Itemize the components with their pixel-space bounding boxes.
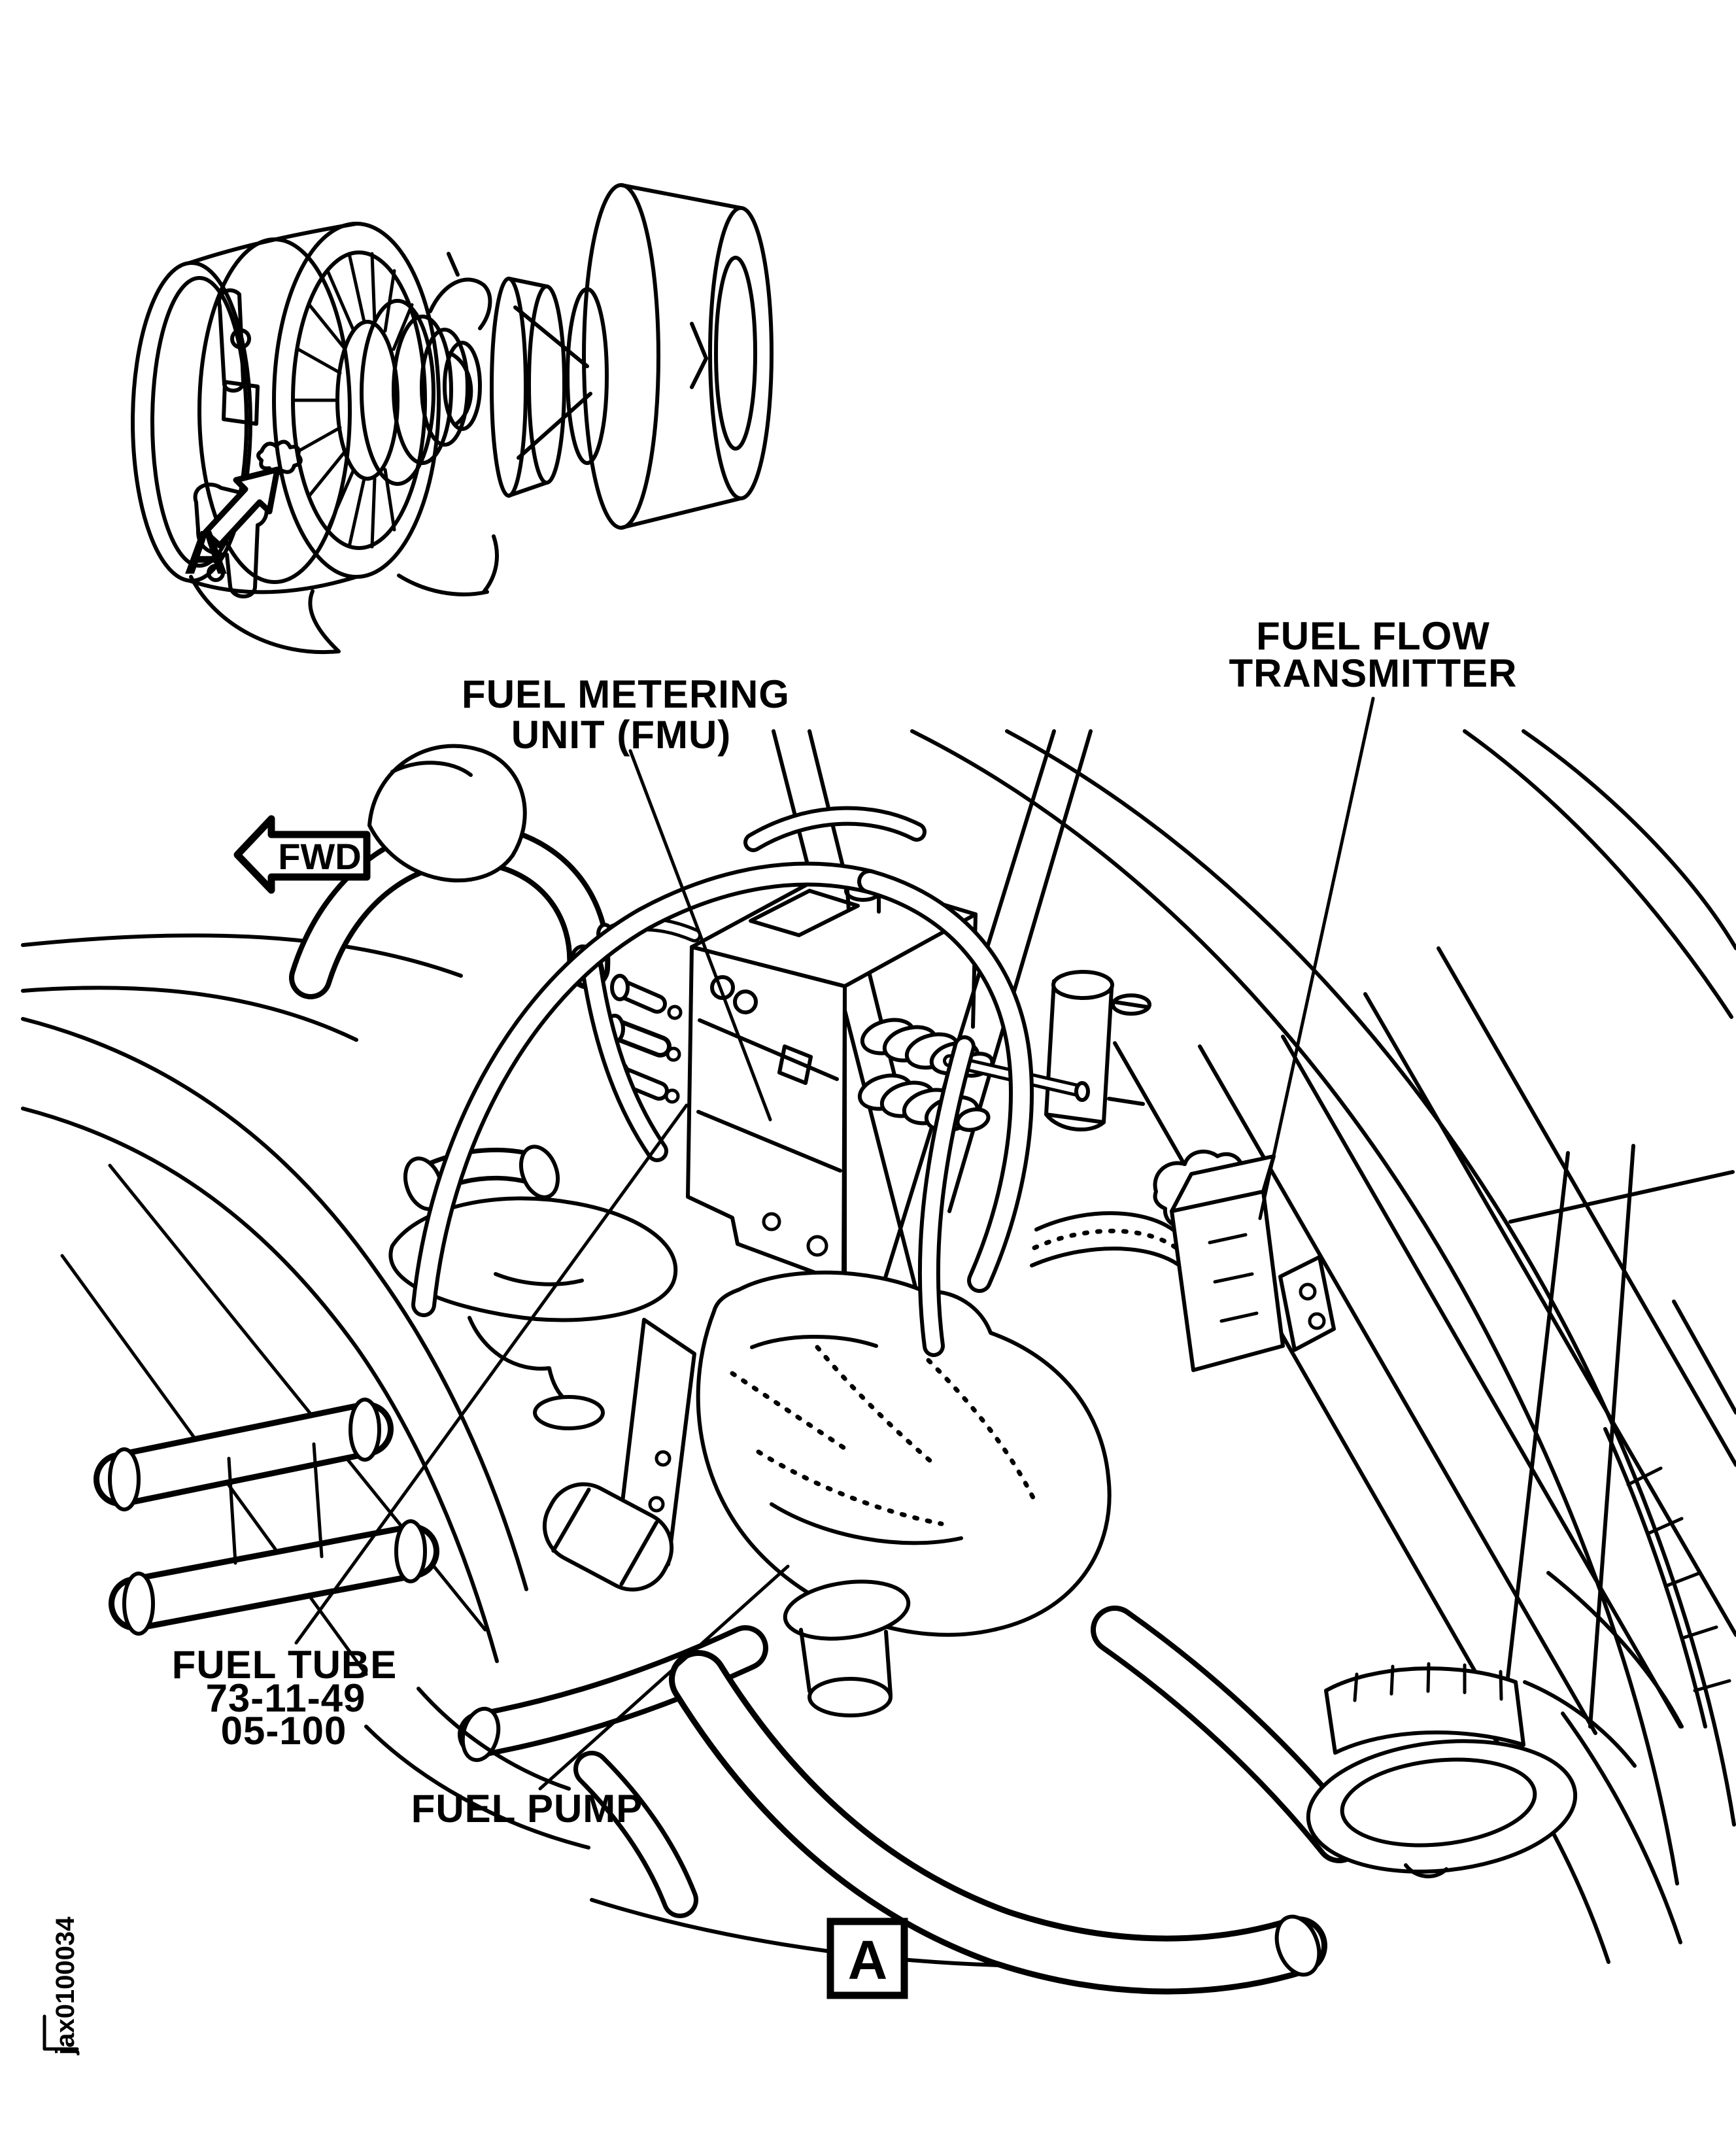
- bottom-manifold: [364, 1571, 1684, 1995]
- fwd-arrow-shape: [233, 815, 371, 894]
- detail-callout-arrow: [202, 466, 281, 549]
- label-fuel-tube-line2: 73-11-49: [206, 1676, 366, 1720]
- figure-id-corner-mark: [43, 2014, 79, 2051]
- component-location-scribble: [256, 439, 303, 476]
- fwd-arrow: FWD: [233, 815, 371, 894]
- leader-fmu: [628, 749, 772, 1122]
- fuel-hoses: [411, 806, 1034, 1357]
- fuel-pump-body: [542, 1211, 1184, 1717]
- figure-id-text: jax0100034: [51, 1916, 80, 2056]
- nose-fairing: [367, 744, 527, 883]
- engine-overview-drawing: [131, 183, 774, 654]
- finned-connectors: [857, 1018, 995, 1133]
- detail-view-drawing: [21, 697, 1736, 1995]
- label-fft-line2: TRANSMITTER: [1229, 651, 1518, 695]
- label-fmu-line2: UNIT (FMU): [511, 713, 732, 757]
- label-fuel-pump: FUEL PUMP: [411, 1787, 643, 1831]
- fan-blades: [292, 252, 414, 549]
- label-fft-line1: FUEL FLOW: [1256, 614, 1490, 658]
- labels: FUEL METERING UNIT (FMU) FUEL FLOW TRANS…: [172, 614, 1518, 1831]
- label-fmu-line1: FUEL METERING: [462, 672, 790, 716]
- leader-fuel-tube: [294, 1103, 689, 1645]
- figure-id: jax0100034: [43, 1916, 80, 2056]
- label-fuel-tube-line1: FUEL TUBE: [172, 1643, 398, 1687]
- detail-box-letter: A: [848, 1929, 888, 1991]
- leader-lines: [294, 697, 1375, 1791]
- label-fuel-tube-line3: 05-100: [221, 1709, 347, 1753]
- fuel-flow-transmitter-body: [1153, 1149, 1336, 1372]
- overview-callout-letter: A: [184, 518, 229, 587]
- leader-fuel-flow-transmitter: [1258, 697, 1375, 1220]
- fuel-metering-unit: [596, 869, 978, 1285]
- funnel-bowl: [388, 1196, 678, 1322]
- leader-fuel-pump: [538, 1564, 790, 1791]
- fwd-arrow-label: FWD: [278, 836, 362, 877]
- left-plumbing: [94, 744, 678, 1636]
- detail-box: A: [826, 1918, 908, 1999]
